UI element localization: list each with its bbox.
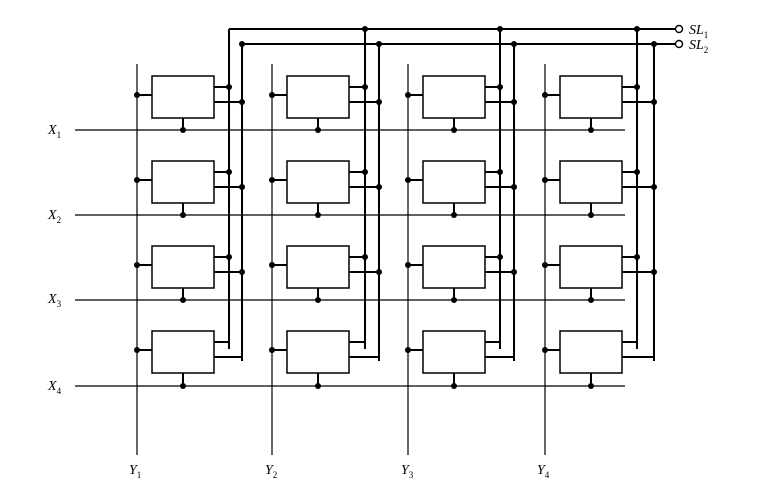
cell-r1c4-sl1-dot: [634, 84, 640, 90]
cell-r1c1-sl1-dot: [226, 84, 232, 90]
cell-r4c2-y-dot: [269, 347, 275, 353]
cell-r2c3: [422, 160, 486, 204]
sl1-label: SL1: [689, 23, 708, 40]
sl2-label: SL2: [689, 38, 708, 55]
cell-r1c1: [151, 75, 215, 119]
cell-r3c1-sl2-dot: [239, 269, 245, 275]
memory-cells: [151, 75, 623, 374]
cell-r2c2-y-dot: [269, 177, 275, 183]
cell-r1c3-x-dot: [451, 127, 457, 133]
y4-label: Y4: [537, 463, 550, 480]
cell-r2c4-sl2-dot: [651, 184, 657, 190]
cell-r4c2: [286, 330, 350, 374]
cell-r2c2-x-dot: [315, 212, 321, 218]
cell-r2c4-sl1-dot: [634, 169, 640, 175]
col2-sl2-junction: [376, 41, 382, 47]
sl2-terminal[interactable]: [674, 39, 684, 49]
cell-r2c1-y-dot: [134, 177, 140, 183]
cell-r4c1: [151, 330, 215, 374]
x2-label: X2: [47, 208, 61, 225]
col4-sl2-junction: [651, 41, 657, 47]
cell-r4c4-y-dot: [542, 347, 548, 353]
cell-r2c3-x-dot: [451, 212, 457, 218]
cell-r1c4: [559, 75, 623, 119]
cell-r3c3-sl2-dot: [511, 269, 517, 275]
cell-r4c3-y-dot: [405, 347, 411, 353]
cell-r3c3-sl1-dot: [497, 254, 503, 260]
cell-r2c2: [286, 160, 350, 204]
y3-label: Y3: [401, 463, 414, 480]
cell-r1c4-x-dot: [588, 127, 594, 133]
cell-r1c2: [286, 75, 350, 119]
sl1-terminal[interactable]: [674, 24, 684, 34]
cell-r4c3-x-dot: [451, 383, 457, 389]
cell-r1c3-sl2-dot: [511, 99, 517, 105]
cell-r1c2-sl1-dot: [362, 84, 368, 90]
cell-r3c2: [286, 245, 350, 289]
cell-r4c4: [559, 330, 623, 374]
col1-sl2-junction: [239, 41, 245, 47]
cell-r2c3-sl1-dot: [497, 169, 503, 175]
cell-r1c1-x-dot: [180, 127, 186, 133]
cell-r1c1-y-dot: [134, 92, 140, 98]
x4-label: X4: [47, 379, 62, 396]
x3-label: X3: [47, 292, 62, 309]
cell-r2c4-y-dot: [542, 177, 548, 183]
y1-label: Y1: [129, 463, 141, 480]
cell-r3c3: [422, 245, 486, 289]
cell-r3c1: [151, 245, 215, 289]
cell-r2c1-sl1-dot: [226, 169, 232, 175]
col4-sl1-junction: [634, 26, 640, 32]
cell-r2c2-sl1-dot: [362, 169, 368, 175]
cell-r3c2-sl1-dot: [362, 254, 368, 260]
cell-r3c3-x-dot: [451, 297, 457, 303]
cell-r3c4-sl2-dot: [651, 269, 657, 275]
cell-r2c1-sl2-dot: [239, 184, 245, 190]
cell-r3c1-x-dot: [180, 297, 186, 303]
cell-r3c2-sl2-dot: [376, 269, 382, 275]
cell-r4c4-x-dot: [588, 383, 594, 389]
cell-r2c1: [151, 160, 215, 204]
col3-sl2-junction: [511, 41, 517, 47]
cell-r1c4-sl2-dot: [651, 99, 657, 105]
col3-sl1-junction: [497, 26, 503, 32]
cell-r3c2-x-dot: [315, 297, 321, 303]
y2-label: Y2: [265, 463, 277, 480]
cell-r3c4-sl1-dot: [634, 254, 640, 260]
cell-r4c2-x-dot: [315, 383, 321, 389]
cell-r3c4-y-dot: [542, 262, 548, 268]
cell-r1c4-y-dot: [542, 92, 548, 98]
cell-r3c2-y-dot: [269, 262, 275, 268]
cell-r1c2-sl2-dot: [376, 99, 382, 105]
cell-r2c3-sl2-dot: [511, 184, 517, 190]
cell-r1c2-x-dot: [315, 127, 321, 133]
x1-label: X1: [47, 123, 61, 140]
cell-r2c3-y-dot: [405, 177, 411, 183]
cell-r1c1-sl2-dot: [239, 99, 245, 105]
cell-r1c2-y-dot: [269, 92, 275, 98]
cell-r2c4-x-dot: [588, 212, 594, 218]
cell-r4c1-y-dot: [134, 347, 140, 353]
cell-r2c1-x-dot: [180, 212, 186, 218]
cell-r3c4: [559, 245, 623, 289]
cell-r3c4-x-dot: [588, 297, 594, 303]
cell-r4c3: [422, 330, 486, 374]
cell-r2c2-sl2-dot: [376, 184, 382, 190]
cell-r2c4: [559, 160, 623, 204]
junction-dots: [134, 26, 657, 389]
cell-r1c3: [422, 75, 486, 119]
cell-r1c3-sl1-dot: [497, 84, 503, 90]
cell-r3c3-y-dot: [405, 262, 411, 268]
cell-r3c1-sl1-dot: [226, 254, 232, 260]
cell-r4c1-x-dot: [180, 383, 186, 389]
cell-r1c3-y-dot: [405, 92, 411, 98]
col2-sl1-junction: [362, 26, 368, 32]
cell-r3c1-y-dot: [134, 262, 140, 268]
